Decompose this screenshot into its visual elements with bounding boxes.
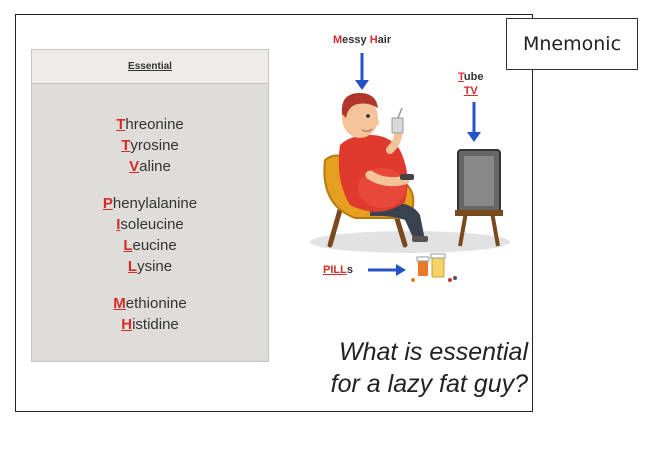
amino-acid-item: Leucine bbox=[123, 237, 177, 254]
amino-acid-group-2: Phenylalanine Isoleucine Leucine Lysine bbox=[32, 193, 268, 277]
pills-label: PILLs bbox=[323, 264, 353, 276]
amino-acid-item: Isoleucine bbox=[116, 216, 184, 233]
amino-acid-item: Methionine bbox=[113, 295, 187, 312]
amino-acid-item: Lysine bbox=[127, 258, 173, 275]
table-header: Essential bbox=[32, 50, 268, 84]
amino-acid-item: Tyrosine bbox=[121, 137, 179, 154]
lazy-guy-icon bbox=[338, 92, 428, 242]
arrow-right-icon bbox=[368, 264, 406, 276]
essential-amino-acid-table: Essential Threonine Tyrosine Valine Phen… bbox=[31, 49, 269, 362]
question-text: What is essential for a lazy fat guy? bbox=[330, 338, 528, 398]
arrow-down-icon bbox=[355, 53, 369, 90]
amino-acid-item: Valine bbox=[129, 158, 171, 175]
pill-bottle-icon bbox=[411, 253, 457, 282]
amino-acid-group-3: Methionine Histidine bbox=[32, 293, 268, 335]
amino-acid-list: Threonine Tyrosine Valine Phenylalanine … bbox=[32, 114, 268, 335]
tube-tv-label: Tube TV bbox=[458, 71, 484, 97]
floor-shadow bbox=[310, 231, 510, 253]
tv-icon bbox=[455, 149, 503, 247]
lazy-guy-illustration bbox=[310, 53, 510, 282]
mnemonic-label-box: Mnemonic bbox=[506, 18, 638, 70]
amino-acid-item: Histidine bbox=[121, 316, 179, 333]
mnemonic-label: Mnemonic bbox=[522, 33, 622, 55]
arrow-down-icon bbox=[467, 102, 481, 142]
messy-hair-label: Messy Hair bbox=[333, 34, 392, 46]
amino-acid-item: Threonine bbox=[116, 116, 184, 133]
amino-acid-group-1: Threonine Tyrosine Valine bbox=[32, 114, 268, 177]
amino-acid-item: Phenylalanine bbox=[102, 195, 198, 212]
